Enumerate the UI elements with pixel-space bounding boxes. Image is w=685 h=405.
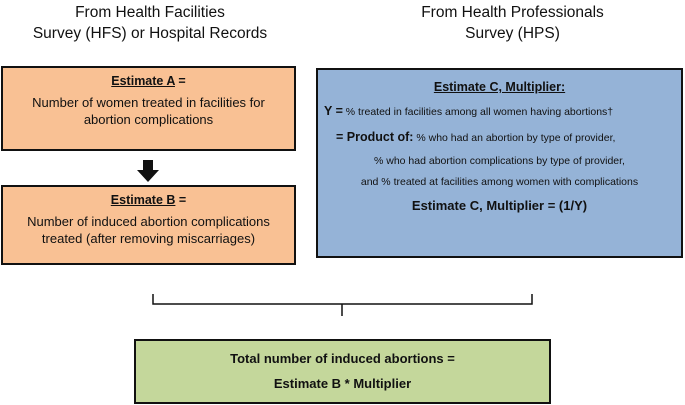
total-line-2: Estimate B * Multiplier (273, 376, 412, 391)
estimate-c-product-item-3: and % treated at facilities among women … (360, 176, 639, 188)
estimate-c-y-line: Y = % treated in facilities among all wo… (324, 104, 614, 118)
estimate-b-body: Number of induced abortion complications… (27, 214, 270, 246)
total-line-1: Total number of induced abortions = (230, 351, 455, 366)
estimate-a-title: Estimate A = (111, 74, 186, 88)
estimate-c-product-line: = Product of: % who had an abortion by t… (336, 130, 616, 144)
estimate-a-box: Estimate A = Number of women treated in … (1, 66, 296, 151)
left-header: From Health Facilities Survey (HFS) or H… (0, 2, 300, 44)
estimate-c-box: Estimate C, Multiplier: Y = % treated in… (316, 68, 683, 258)
estimate-b-title: Estimate B = (110, 193, 187, 207)
estimate-c-title: Estimate C, Multiplier: (433, 80, 566, 94)
left-header-line-1: From Health Facilities (75, 4, 225, 21)
right-header-line-1: From Health Professionals (421, 4, 604, 21)
right-header-line-2: Survey (HPS) (465, 25, 560, 42)
estimate-a-body: Number of women treated in facilities fo… (32, 95, 265, 127)
down-arrow-icon (137, 160, 159, 182)
right-header: From Health Professionals Survey (HPS) (340, 2, 685, 44)
merge-bracket (152, 294, 533, 316)
estimate-b-box: Estimate B = Number of induced abortion … (1, 185, 296, 265)
estimate-c-formula: Estimate C, Multiplier = (1/Y) (411, 198, 588, 213)
total-abortions-box: Total number of induced abortions = Esti… (134, 339, 551, 404)
left-header-line-2: Survey (HFS) or Hospital Records (32, 25, 268, 42)
estimate-c-product-item-2: % who had abortion complications by type… (374, 155, 625, 167)
